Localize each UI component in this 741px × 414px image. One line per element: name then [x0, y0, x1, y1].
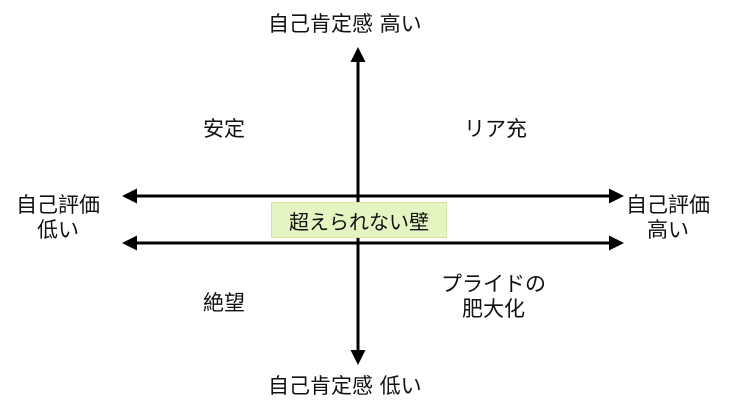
- axis-right-line-2: 高い: [647, 218, 689, 243]
- wall-label-box: 超えられない壁: [271, 202, 447, 238]
- axis-top-label: 自己肯定感 高い: [268, 12, 422, 36]
- axis-left-line-1: 自己評価: [16, 193, 100, 217]
- quadrant-bottom-right-line-2: 肥大化: [462, 297, 525, 322]
- quadrant-bottom-right-label: プライドの 肥大化: [441, 272, 546, 322]
- quadrant-bottom-left-label: 絶望: [203, 291, 245, 315]
- quadrant-top-right-label: リア充: [464, 117, 527, 141]
- axis-left-label: 自己評価 低い: [16, 193, 100, 243]
- quadrant-bottom-right-line-1: プライドの: [441, 272, 546, 296]
- wall-label: 超えられない壁: [289, 209, 429, 234]
- quadrant-top-left-label: 安定: [203, 117, 245, 141]
- axis-right-line-1: 自己評価: [626, 193, 710, 217]
- axis-bottom-label: 自己肯定感 低い: [268, 374, 422, 398]
- axis-right-label: 自己評価 高い: [626, 193, 710, 243]
- axis-left-line-2: 低い: [37, 218, 79, 243]
